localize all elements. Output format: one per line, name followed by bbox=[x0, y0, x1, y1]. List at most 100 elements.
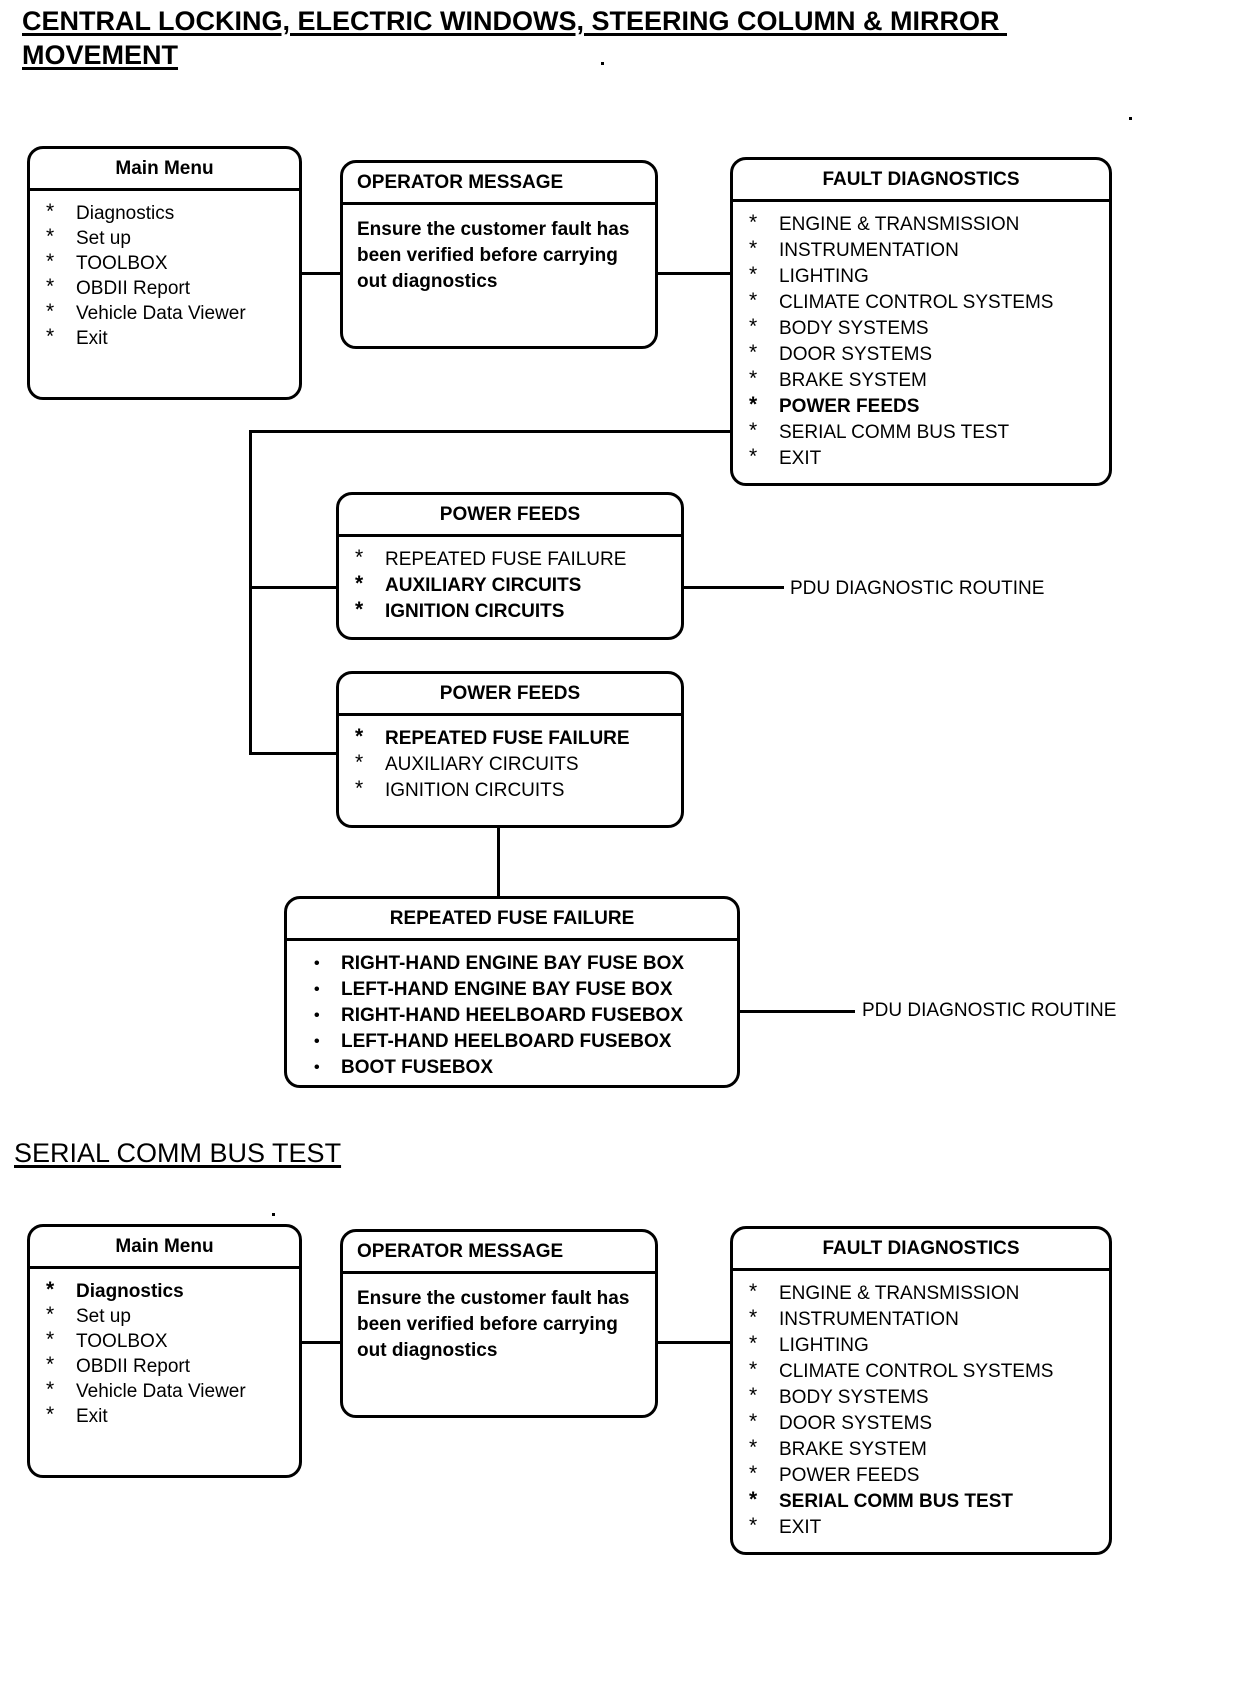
asterisk-bullet-icon: * bbox=[46, 1403, 55, 1426]
menu-item[interactable]: * OBDII Report bbox=[40, 275, 291, 301]
fault-diagnostics-item[interactable]: * CLIMATE CONTROL SYSTEMS bbox=[743, 1358, 1101, 1385]
fault-diagnostics-item[interactable]: * CLIMATE CONTROL SYSTEMS bbox=[743, 289, 1101, 316]
power-feeds-item-selected[interactable]: * IGNITION CIRCUITS bbox=[349, 598, 673, 625]
connector-operator2-to-faultdiag2 bbox=[656, 1341, 734, 1344]
fault-diagnostics-item[interactable]: * BODY SYSTEMS bbox=[743, 315, 1101, 342]
fusebox-item[interactable]: • LEFT-HAND HEELBOARD FUSEBOX bbox=[305, 1029, 729, 1055]
fault-diagnostics-item[interactable]: * POWER FEEDS bbox=[743, 1462, 1101, 1489]
asterisk-bullet-icon: * bbox=[355, 751, 364, 774]
power-feeds-item-label: AUXILIARY CIRCUITS bbox=[385, 575, 582, 596]
fault-diagnostics-item[interactable]: * BODY SYSTEMS bbox=[743, 1384, 1101, 1411]
fault-diagnostics-item-label: EXIT bbox=[779, 1517, 822, 1538]
menu-item-selected[interactable]: * Diagnostics bbox=[40, 1278, 291, 1304]
asterisk-bullet-icon: * bbox=[46, 300, 55, 323]
asterisk-bullet-icon: * bbox=[749, 419, 758, 442]
fault-diagnostics-item-label: SERIAL COMM BUS TEST bbox=[779, 422, 1010, 443]
fault-diagnostics-item[interactable]: * ENGINE & TRANSMISSION bbox=[743, 1280, 1101, 1307]
main-menu-list: * Diagnostics * Set up * TOOLBOX * OBDII… bbox=[40, 200, 291, 351]
power-feeds-item-selected[interactable]: * AUXILIARY CIRCUITS bbox=[349, 572, 673, 599]
menu-item[interactable]: * OBDII Report bbox=[40, 1353, 291, 1379]
fault-diagnostics-item-label: ENGINE & TRANSMISSION bbox=[779, 1283, 1020, 1304]
fusebox-item-label: LEFT-HAND ENGINE BAY FUSE BOX bbox=[341, 979, 673, 1000]
main-menu-list: * Diagnostics * Set up * TOOLBOX * OBDII… bbox=[40, 1278, 291, 1429]
fusebox-item-label: BOOT FUSEBOX bbox=[341, 1057, 494, 1078]
main-menu-box-2[interactable]: Main Menu * Diagnostics * Set up * TOOLB… bbox=[27, 1224, 302, 1478]
menu-item[interactable]: * Diagnostics bbox=[40, 200, 291, 226]
asterisk-bullet-icon: * bbox=[749, 1280, 758, 1303]
power-feeds-title: POWER FEEDS bbox=[339, 674, 681, 716]
asterisk-bullet-icon: * bbox=[749, 367, 758, 390]
menu-item[interactable]: * Vehicle Data Viewer bbox=[40, 300, 291, 326]
fault-diagnostics-item-label: DOOR SYSTEMS bbox=[779, 344, 933, 365]
fusebox-item[interactable]: • RIGHT-HAND HEELBOARD FUSEBOX bbox=[305, 1003, 729, 1029]
power-feeds-list: * REPEATED FUSE FAILURE * AUXILIARY CIRC… bbox=[349, 546, 673, 625]
asterisk-bullet-icon: * bbox=[46, 225, 55, 248]
menu-item[interactable]: * Exit bbox=[40, 1403, 291, 1429]
fault-diagnostics-item[interactable]: * BRAKE SYSTEM bbox=[743, 367, 1101, 394]
menu-item[interactable]: * Exit bbox=[40, 325, 291, 351]
asterisk-bullet-icon: * bbox=[749, 289, 758, 312]
menu-item[interactable]: * TOOLBOX bbox=[40, 250, 291, 276]
fusebox-item[interactable]: • LEFT-HAND ENGINE BAY FUSE BOX bbox=[305, 977, 729, 1003]
power-feeds-item[interactable]: * REPEATED FUSE FAILURE bbox=[349, 546, 673, 573]
fault-diagnostics-item[interactable]: * EXIT bbox=[743, 445, 1101, 472]
menu-item[interactable]: * Vehicle Data Viewer bbox=[40, 1378, 291, 1404]
fault-diagnostics-item[interactable]: * ENGINE & TRANSMISSION bbox=[743, 211, 1101, 238]
menu-item-label: Exit bbox=[76, 1406, 108, 1427]
fault-diagnostics-item[interactable]: * LIGHTING bbox=[743, 1332, 1101, 1359]
power-feeds-item-label: IGNITION CIRCUITS bbox=[385, 601, 565, 622]
fusebox-item-label: RIGHT-HAND HEELBOARD FUSEBOX bbox=[341, 1005, 684, 1026]
power-feeds-item-label: REPEATED FUSE FAILURE bbox=[385, 549, 627, 570]
asterisk-bullet-icon: * bbox=[46, 1303, 55, 1326]
menu-item-label: Vehicle Data Viewer bbox=[76, 1381, 246, 1402]
asterisk-bullet-icon: * bbox=[749, 1514, 758, 1537]
dot-bullet-icon: • bbox=[314, 1059, 320, 1076]
menu-item-label: Vehicle Data Viewer bbox=[76, 303, 246, 324]
dot-bullet-icon: • bbox=[314, 981, 320, 998]
menu-item[interactable]: * Set up bbox=[40, 225, 291, 251]
connector-mainmenu-to-operator bbox=[300, 272, 344, 275]
fault-diagnostics-item-label: CLIMATE CONTROL SYSTEMS bbox=[779, 1361, 1054, 1382]
fault-diagnostics-item-selected[interactable]: * SERIAL COMM BUS TEST bbox=[743, 1488, 1101, 1515]
power-feeds-item[interactable]: * AUXILIARY CIRCUITS bbox=[349, 751, 673, 778]
menu-item-label: Diagnostics bbox=[76, 1281, 184, 1302]
section-heading-central-locking: CENTRAL LOCKING, ELECTRIC WINDOWS, STEER… bbox=[22, 6, 1007, 70]
fault-diagnostics-item-label: INSTRUMENTATION bbox=[779, 1309, 959, 1330]
main-menu-box[interactable]: Main Menu * Diagnostics * Set up * TOOLB… bbox=[27, 146, 302, 400]
asterisk-bullet-icon: * bbox=[749, 1436, 758, 1459]
asterisk-bullet-icon: * bbox=[355, 572, 364, 595]
fault-diagnostics-item[interactable]: * EXIT bbox=[743, 1514, 1101, 1541]
asterisk-bullet-icon: * bbox=[749, 1332, 758, 1355]
dot-bullet-icon: • bbox=[314, 1007, 320, 1024]
fault-diagnostics-item[interactable]: * BRAKE SYSTEM bbox=[743, 1436, 1101, 1463]
fault-diagnostics-item[interactable]: * INSTRUMENTATION bbox=[743, 1306, 1101, 1333]
fault-diagnostics-item[interactable]: * DOOR SYSTEMS bbox=[743, 1410, 1101, 1437]
power-feeds-item[interactable]: * IGNITION CIRCUITS bbox=[349, 777, 673, 804]
power-feeds-box-auxiliary[interactable]: POWER FEEDS * REPEATED FUSE FAILURE * AU… bbox=[336, 492, 684, 640]
pdu-diagnostic-routine-label-upper: PDU DIAGNOSTIC ROUTINE bbox=[790, 578, 1045, 599]
scan-speck bbox=[1129, 117, 1132, 120]
fault-diagnostics-item[interactable]: * INSTRUMENTATION bbox=[743, 237, 1101, 264]
power-feeds-item-selected[interactable]: * REPEATED FUSE FAILURE bbox=[349, 725, 673, 752]
menu-item-label: OBDII Report bbox=[76, 278, 191, 299]
power-feeds-box-repeated-fuse-failure[interactable]: POWER FEEDS * REPEATED FUSE FAILURE * AU… bbox=[336, 671, 684, 828]
repeated-fuse-failure-box[interactable]: REPEATED FUSE FAILURE • RIGHT-HAND ENGIN… bbox=[284, 896, 740, 1088]
menu-item[interactable]: * TOOLBOX bbox=[40, 1328, 291, 1354]
asterisk-bullet-icon: * bbox=[749, 237, 758, 260]
fault-diagnostics-item-selected[interactable]: * POWER FEEDS bbox=[743, 393, 1101, 420]
fault-diagnostics-box-top[interactable]: FAULT DIAGNOSTICS * ENGINE & TRANSMISSIO… bbox=[730, 157, 1112, 486]
fault-diagnostics-item[interactable]: * LIGHTING bbox=[743, 263, 1101, 290]
fusebox-item[interactable]: • BOOT FUSEBOX bbox=[305, 1055, 729, 1081]
menu-item-label: Set up bbox=[76, 228, 131, 249]
fault-diagnostics-item-label: BODY SYSTEMS bbox=[779, 1387, 929, 1408]
connector-bus-to-powerfeeds-rff bbox=[249, 752, 339, 755]
connector-mainmenu2-to-operator2 bbox=[300, 1341, 344, 1344]
fault-diagnostics-item-label: LIGHTING bbox=[779, 1335, 869, 1356]
fault-diagnostics-item-label: LIGHTING bbox=[779, 266, 869, 287]
fault-diagnostics-box-bottom[interactable]: FAULT DIAGNOSTICS * ENGINE & TRANSMISSIO… bbox=[730, 1226, 1112, 1555]
fault-diagnostics-item[interactable]: * DOOR SYSTEMS bbox=[743, 341, 1101, 368]
fault-diagnostics-item[interactable]: * SERIAL COMM BUS TEST bbox=[743, 419, 1101, 446]
fusebox-item[interactable]: • RIGHT-HAND ENGINE BAY FUSE BOX bbox=[305, 951, 729, 977]
menu-item-label: OBDII Report bbox=[76, 1356, 191, 1377]
menu-item[interactable]: * Set up bbox=[40, 1303, 291, 1329]
